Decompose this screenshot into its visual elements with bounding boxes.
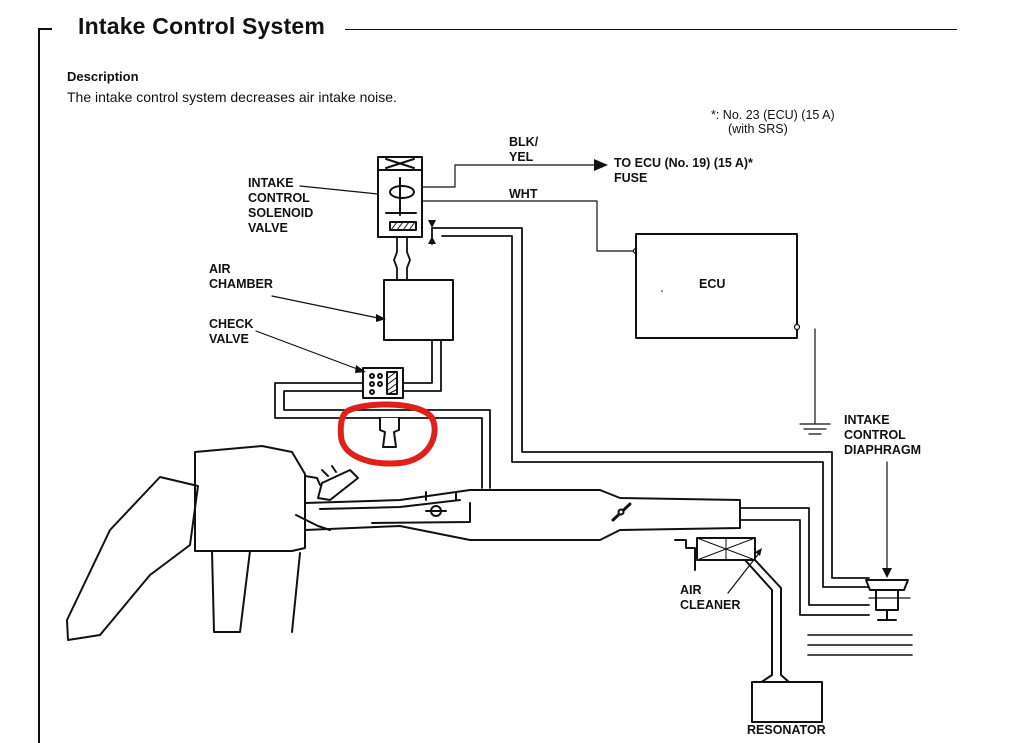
frame-top-tick <box>38 28 52 30</box>
footnote-line-2: (with SRS) <box>728 122 788 136</box>
intake-fitting <box>379 417 400 448</box>
intake-control-diaphragm <box>807 461 913 656</box>
label-air-cleaner: AIR CLEANER <box>680 583 741 612</box>
ecu-box <box>635 233 798 339</box>
frame-left-border <box>38 28 40 743</box>
leader-lines <box>255 185 762 594</box>
label-intake-control-solenoid-valve: INTAKE CONTROL SOLENOID VALVE <box>248 176 314 235</box>
resonator <box>751 681 823 723</box>
intake-manifold-assembly <box>66 445 359 641</box>
label-to-ecu-fuse: TO ECU (No. 19) (15 A)* FUSE <box>614 156 753 185</box>
air-cleaner <box>696 537 791 684</box>
highlight-circle <box>337 401 438 467</box>
label-check-valve: CHECK VALVE <box>209 317 254 346</box>
footnote-line-1: *: No. 23 (ECU) (15 A) <box>711 108 835 122</box>
check-valve <box>362 367 404 399</box>
intake-duct <box>304 489 741 571</box>
description-heading: Description <box>67 69 139 84</box>
ground-symbol <box>793 323 831 435</box>
page-title: Intake Control System <box>78 13 326 39</box>
label-intake-control-diaphragm: INTAKE CONTROL DIAPHRAGM <box>844 413 922 457</box>
vacuum-hoses <box>274 227 870 616</box>
label-ecu: ECU <box>699 277 726 291</box>
frame-top-rule <box>345 29 957 30</box>
label-wire-wht: WHT <box>509 187 538 201</box>
label-wire-blk-yel: BLK/ YEL <box>509 135 539 164</box>
solenoid-valve <box>377 156 436 244</box>
solenoid-wires <box>421 159 640 255</box>
description-text: The intake control system decreases air … <box>67 89 397 105</box>
label-resonator: RESONATOR <box>747 723 826 737</box>
label-air-chamber: AIR CHAMBER <box>209 262 273 291</box>
air-chamber <box>383 279 454 341</box>
